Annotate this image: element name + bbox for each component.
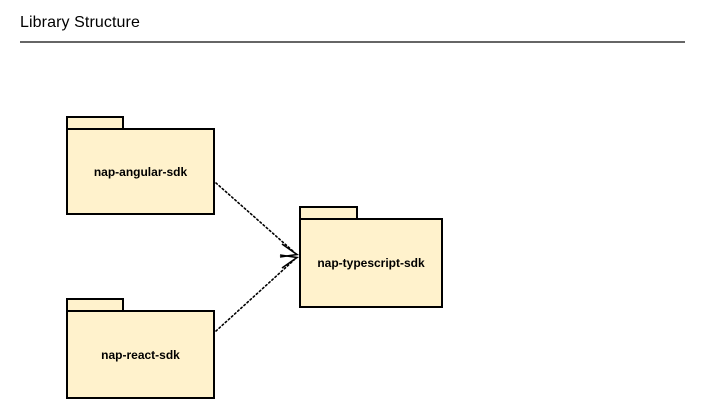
package-body [66, 310, 215, 399]
edge-line [215, 259, 295, 332]
page-title: Library Structure [20, 14, 140, 31]
arrowhead-open-icon [279, 254, 300, 269]
package-nap-typescript-sdk[interactable]: nap-typescript-sdk [299, 206, 443, 308]
title-divider [20, 41, 685, 43]
edge-line [215, 182, 295, 253]
package-nap-angular-sdk[interactable]: nap-angular-sdk [66, 116, 215, 215]
arrowhead-open-icon [279, 243, 300, 258]
edge-angular-to-typescript [215, 182, 300, 258]
edge-react-to-typescript [215, 254, 300, 332]
package-body [66, 128, 215, 215]
package-body [299, 218, 443, 308]
package-nap-react-sdk[interactable]: nap-react-sdk [66, 298, 215, 399]
